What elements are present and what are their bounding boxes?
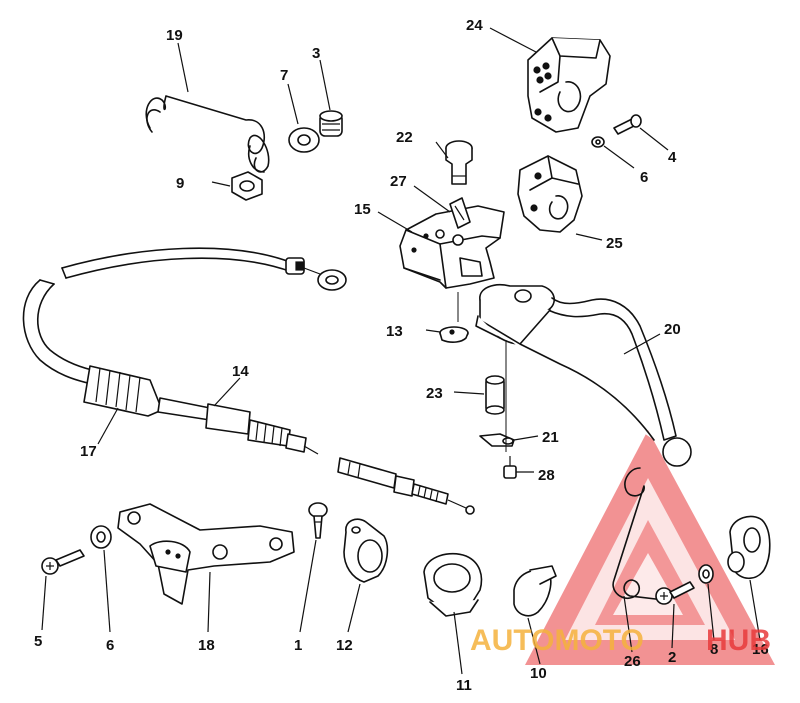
part-28-set-screw	[503, 456, 517, 479]
part-4-screw	[613, 114, 642, 135]
callout-7: 7	[280, 67, 288, 84]
part-27-roll-pin	[449, 197, 471, 229]
part-7-washer	[288, 127, 320, 153]
callout-23: 23	[426, 385, 443, 402]
callout-15: 15	[354, 201, 371, 218]
callout-10: 10	[530, 665, 547, 682]
callout-4: 4	[668, 149, 677, 166]
part-6-washer-upper	[591, 136, 605, 148]
callout-9: 9	[176, 175, 184, 192]
part-8-washer	[698, 564, 714, 584]
part-6-washer-lower	[90, 525, 112, 549]
callout-5: 5	[34, 633, 42, 650]
callout-17: 17	[80, 443, 97, 460]
watermark-logo	[525, 430, 775, 665]
part-21-lock-tab	[479, 433, 515, 447]
part-11-clip-retainer	[423, 552, 483, 617]
part-14-threaded-rod	[337, 457, 475, 515]
part-18-mounting-bracket	[117, 503, 295, 605]
callout-14: 14	[232, 363, 249, 380]
callout-11: 11	[456, 677, 472, 694]
callout-6-lower: 6	[106, 637, 114, 654]
callout-26: 26	[624, 653, 641, 670]
part-2-screw	[655, 581, 695, 605]
part-22-pin	[445, 140, 473, 185]
part-15-shift-bracket	[399, 205, 505, 289]
callout-2: 2	[668, 649, 676, 666]
part-14-cable-sleeve	[83, 365, 319, 455]
callout-12: 12	[336, 637, 353, 654]
watermark-text: AUTOMOTO HUB	[470, 624, 771, 657]
assembly-guide-line	[457, 292, 507, 452]
part-12-cable-clamp	[343, 518, 389, 583]
part-9-nut	[231, 171, 263, 201]
part-24-cam-block	[527, 37, 611, 133]
part-1-screw	[308, 502, 328, 539]
part-19-wire-clip	[145, 95, 270, 173]
part-5-screw	[41, 549, 85, 575]
leader-lines	[41, 27, 761, 675]
callout-28: 28	[538, 467, 555, 484]
part-20-shift-lever	[475, 284, 692, 467]
callout-22: 22	[396, 129, 413, 146]
part-10-cover	[513, 565, 557, 617]
part-3-bushing	[319, 110, 343, 137]
callout-24: 24	[466, 17, 483, 34]
callout-13: 13	[386, 323, 403, 340]
callout-8: 8	[710, 641, 718, 658]
part-26-spring	[612, 467, 665, 601]
callout-19: 19	[166, 27, 183, 44]
callout-1: 1	[294, 637, 302, 654]
part-16-grommet	[727, 515, 771, 580]
part-25-cam-follower	[517, 155, 583, 233]
part-13-clip	[439, 326, 469, 343]
part-23-spacer	[485, 375, 505, 415]
callout-20: 20	[664, 321, 681, 338]
callout-25: 25	[606, 235, 623, 252]
callout-3: 3	[312, 45, 320, 62]
part-17-cable	[22, 247, 347, 385]
callout-21: 21	[542, 429, 559, 446]
callout-18: 18	[198, 637, 215, 654]
watermark-automoto: AUTOMOTO	[470, 624, 644, 657]
callout-16: 16	[752, 641, 769, 658]
callout-6-upper: 6	[640, 169, 648, 186]
watermark-hub: HUB	[706, 624, 771, 657]
callout-27: 27	[390, 173, 407, 190]
callout-labels: 19 7 3 24 4 22 6 9 27 15 25 13 20 14 23 …	[34, 17, 769, 694]
